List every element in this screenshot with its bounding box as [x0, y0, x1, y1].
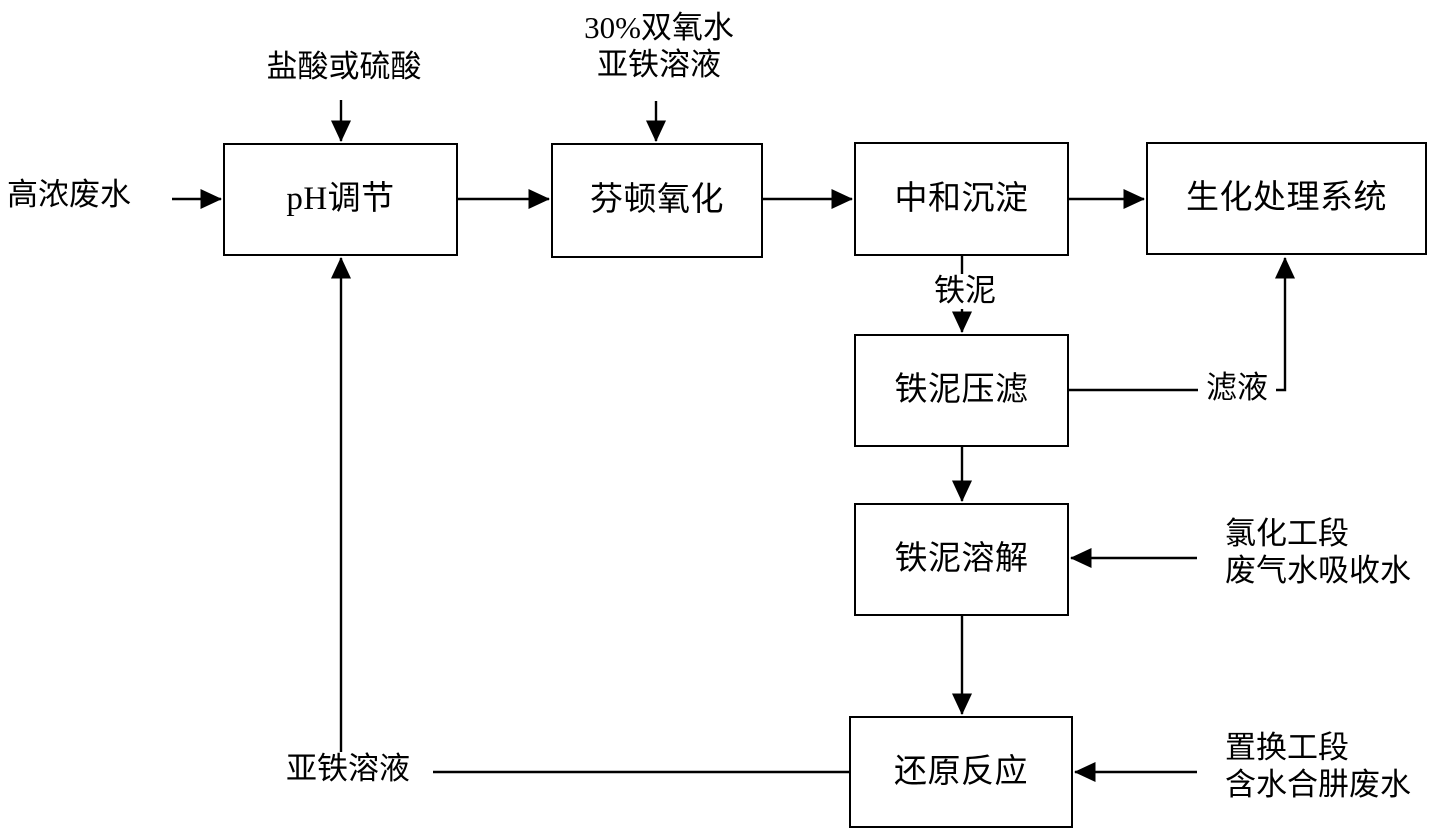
node-reduction-reaction-label: 还原反应	[894, 753, 1028, 790]
label-iron-sludge: 铁泥	[925, 273, 1005, 309]
label-filtrate-text: 滤液	[1206, 370, 1268, 405]
label-iron-sludge-text: 铁泥	[934, 273, 996, 308]
label-chlorination-line2: 废气水吸收水	[1225, 552, 1411, 588]
label-chlorination-waste: 氯化工段 废气水吸收水	[1222, 516, 1414, 590]
label-influent: 高浓废水	[4, 177, 134, 213]
label-acid: 盐酸或硫酸	[238, 49, 450, 85]
node-reduction-reaction[interactable]: 还原反应	[849, 716, 1073, 828]
node-iron-sludge-dissolution-label: 铁泥溶解	[894, 541, 1029, 578]
node-fenton-oxidation[interactable]: 芬顿氧化	[551, 143, 763, 258]
label-displacement-line2: 含水合肼废水	[1225, 766, 1411, 802]
label-peroxide-ferrous: 30%双氧水 亚铁溶液	[552, 10, 766, 84]
label-ferrous-return-text: 亚铁溶液	[286, 751, 410, 786]
label-filtrate: 滤液	[1198, 370, 1276, 406]
node-biological-treatment-system[interactable]: 生化处理系统	[1146, 142, 1427, 255]
node-neutralization-precipitation[interactable]: 中和沉淀	[854, 142, 1069, 256]
label-displacement-waste: 置换工段 含水合肼废水	[1222, 730, 1414, 804]
edge-ferrous-return-to-ph	[330, 257, 849, 774]
node-fenton-oxidation-label: 芬顿氧化	[590, 182, 724, 219]
node-iron-sludge-filter-press[interactable]: 铁泥压滤	[854, 334, 1069, 447]
label-displacement-line1: 置换工段	[1225, 730, 1349, 765]
node-iron-sludge-filter-press-label: 铁泥压滤	[894, 372, 1029, 409]
node-iron-sludge-dissolution[interactable]: 铁泥溶解	[854, 503, 1069, 616]
node-ph-adjust-label: pH调节	[286, 181, 395, 218]
edge-filtrate-to-bio	[1069, 257, 1296, 392]
label-influent-text: 高浓废水	[7, 177, 131, 212]
label-chlorination-line1: 氯化工段	[1225, 516, 1349, 551]
label-acid-text: 盐酸或硫酸	[266, 49, 422, 84]
node-neutralization-precipitation-label: 中和沉淀	[894, 180, 1029, 217]
node-ph-adjust[interactable]: pH调节	[223, 143, 458, 256]
node-biological-treatment-system-label: 生化处理系统	[1186, 180, 1387, 217]
label-peroxide-line1: 30%双氧水	[584, 10, 734, 45]
label-ferrous-return: 亚铁溶液	[263, 751, 433, 787]
label-peroxide-line2: 亚铁溶液	[597, 46, 721, 82]
